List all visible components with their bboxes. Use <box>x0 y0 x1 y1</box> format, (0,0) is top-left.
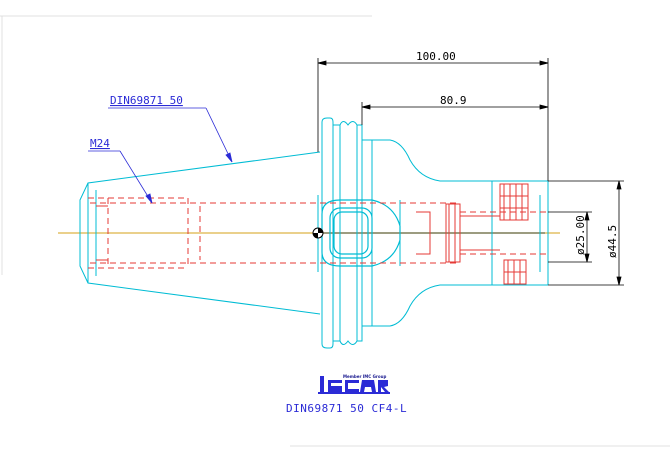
dim-total-length <box>317 58 549 181</box>
leader-thread <box>88 150 153 204</box>
dim-inner-length-label: 80.9 <box>440 94 467 107</box>
leader-taper <box>108 107 233 163</box>
dim-bore-diameter <box>548 211 592 263</box>
iscar-logo-icon <box>318 376 390 394</box>
dim-bore-diameter-label: ø25.00 <box>574 215 587 255</box>
dim-outer-diameter-label: ø44.5 <box>606 225 619 258</box>
taper-shank <box>79 151 321 315</box>
screw-ports <box>499 183 529 285</box>
part-caption: DIN69871 50 CF4-L <box>286 402 407 415</box>
leader-taper-label: DIN69871 50 <box>110 94 183 107</box>
origin-marker-icon <box>312 227 324 239</box>
thread-detail <box>96 203 500 263</box>
sheet-frame <box>0 15 670 447</box>
dim-total-length-label: 100.00 <box>416 50 456 63</box>
tool-body <box>372 139 549 327</box>
dim-outer-diameter <box>548 180 624 286</box>
logo-tagline: Member IMC Group <box>343 374 386 379</box>
leader-thread-label: M24 <box>90 137 110 150</box>
dim-inner-length <box>361 102 549 125</box>
